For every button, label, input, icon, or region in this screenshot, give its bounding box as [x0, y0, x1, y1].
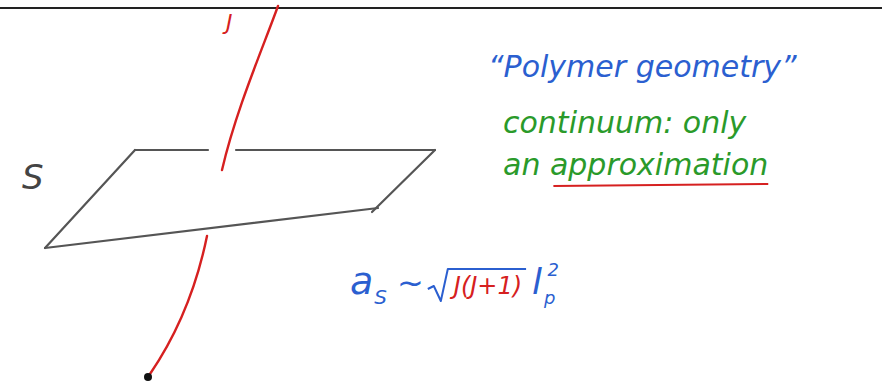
formula-symbol: a — [350, 262, 373, 300]
spin-label: J — [226, 12, 233, 34]
radical-sign — [428, 269, 526, 301]
plane-edge — [236, 149, 435, 151]
heading-note: “Polymer geometry” — [488, 52, 797, 82]
formula-subscript: S — [374, 287, 387, 307]
edge-curve — [222, 6, 278, 170]
note-text: continuum: only — [503, 108, 746, 138]
formula-symbol: ~ — [397, 267, 424, 299]
formula-symbol: l — [532, 264, 542, 300]
formula-superscript: 2 — [548, 261, 559, 279]
area-formula: aS~J(J+1)lp2 — [350, 262, 559, 300]
plane-edge — [135, 149, 208, 151]
plane-edge — [45, 208, 378, 248]
spin-network-edge — [150, 6, 278, 374]
vertex-dot — [144, 373, 152, 381]
plane-edge — [45, 150, 135, 248]
surface-plane — [45, 150, 435, 248]
top-rule — [0, 7, 882, 9]
edge-curve — [150, 236, 207, 374]
formula-subscript: p — [544, 289, 555, 307]
underline — [553, 184, 768, 186]
surface-label: S — [22, 160, 44, 194]
plane-edge — [372, 150, 435, 212]
formula-radicand: J(J+1) — [454, 274, 522, 298]
note-text: an approximation — [503, 150, 768, 180]
